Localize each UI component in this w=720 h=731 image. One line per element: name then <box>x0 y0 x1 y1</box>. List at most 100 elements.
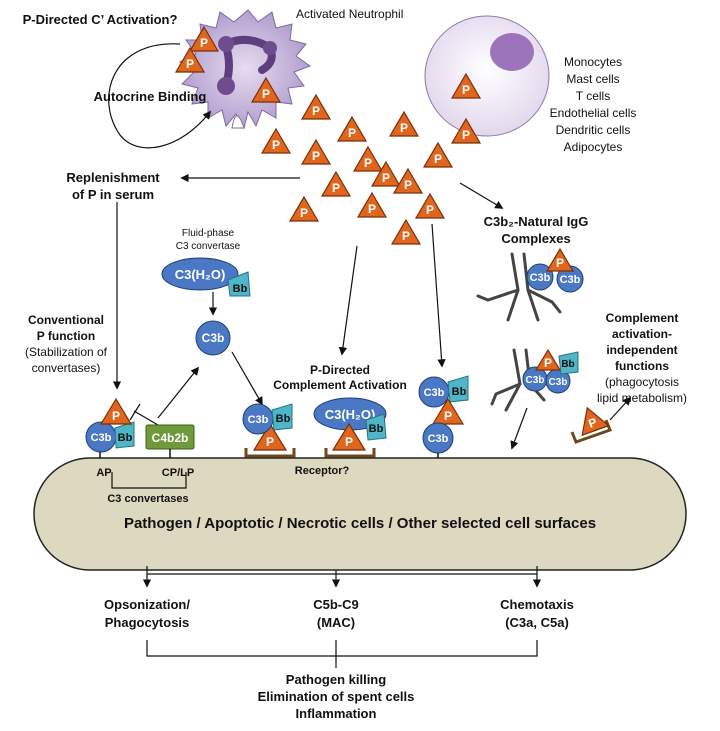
label-p-directed-activation: P-Directed <box>310 363 370 377</box>
label-outcome-chemotaxis: (C3a, C5a) <box>505 615 569 630</box>
label-outcome-mac: (MAC) <box>317 615 355 630</box>
svg-text:P: P <box>348 126 356 140</box>
svg-text:Bb: Bb <box>233 283 248 295</box>
properdin-molecule: P <box>300 93 332 120</box>
label-cp-lp: CP/LP <box>162 467 194 479</box>
label-autocrine-binding: Autocrine Binding <box>94 89 207 104</box>
cell-surface-membrane <box>33 457 687 571</box>
svg-text:Bb: Bb <box>118 432 133 444</box>
svg-text:C3b: C3b <box>549 377 568 388</box>
properdin-molecule: P <box>300 138 332 165</box>
receptor-bound-p-c3h2o-convertase: C3(H₂O) P Bb <box>313 397 387 458</box>
properdin-molecule: P <box>250 76 282 103</box>
properdin-molecule: P <box>422 141 454 168</box>
properdin-molecule: P <box>320 170 352 197</box>
properdin-molecule: P <box>356 191 388 218</box>
label-conventional-function: convertases) <box>32 361 101 375</box>
properdin-molecule: P <box>188 25 220 52</box>
properdin-molecule: P <box>370 160 402 187</box>
ap-convertase: C3b Bb P <box>85 397 135 458</box>
svg-text:P: P <box>186 57 194 71</box>
cell-type-item: T cells <box>576 89 610 103</box>
label-fluid-phase: Fluid-phase <box>182 228 235 239</box>
label-final-outcomes: Elimination of spent cells <box>258 689 415 704</box>
arrow-igg-to-surface <box>510 407 528 450</box>
svg-text:P: P <box>332 181 340 195</box>
svg-text:P: P <box>544 356 552 370</box>
properdin-molecule: P <box>288 195 320 222</box>
label-final-outcomes: Pathogen killing <box>286 672 386 687</box>
label-p-directed-c-activation: P-Directed C’ Activation? <box>23 12 178 27</box>
properdin-molecule: P <box>450 117 482 144</box>
label-replenishment: of P in serum <box>72 187 154 202</box>
svg-text:C3b: C3b <box>428 433 449 445</box>
svg-text:P: P <box>364 156 372 170</box>
label-outcome-mac: C5b-C9 <box>313 597 359 612</box>
label-outcome-chemotaxis: Chemotaxis <box>500 597 574 612</box>
svg-text:Bb: Bb <box>276 413 291 425</box>
svg-text:P: P <box>312 104 320 118</box>
svg-text:P: P <box>400 121 408 135</box>
label-conventional-function: (Stabilization of <box>25 345 108 359</box>
c3b-fluid: C3b <box>195 320 231 356</box>
arrow-to-c3b-stack <box>431 223 446 368</box>
label-outcome-opsonization: Phagocytosis <box>105 615 190 630</box>
properdin-molecule: P <box>414 192 446 219</box>
svg-text:P: P <box>368 202 376 216</box>
svg-text:P: P <box>200 36 208 50</box>
label-c3b2-complexes: C3b₂-Natural IgG <box>484 214 589 229</box>
svg-text:P: P <box>112 409 120 423</box>
outcome-join <box>146 640 538 668</box>
label-conventional-function: P function <box>37 329 95 343</box>
arrow-c3b-to-convertase <box>231 351 263 406</box>
label-independent-functions: activation- <box>612 327 672 341</box>
igg-antibody-icon <box>476 252 562 322</box>
label-outcome-opsonization: Opsonization/ <box>104 597 190 612</box>
c3b-stack: C3b Bb P C3b <box>418 375 469 458</box>
label-activated-neutrophil: Activated Neutrophil <box>296 7 403 21</box>
label-independent-functions: functions <box>615 359 669 373</box>
label-c3-convertases: C3 convertases <box>107 493 188 505</box>
properdin-molecule: P <box>352 145 384 172</box>
svg-text:P: P <box>556 256 564 270</box>
label-conventional-function: Conventional <box>28 313 104 327</box>
label-cell-surface: Pathogen / Apoptotic / Necrotic cells / … <box>124 515 596 532</box>
svg-text:Bb: Bb <box>561 359 574 370</box>
properdin-molecule: P <box>336 115 368 142</box>
cell-type-item: Monocytes <box>564 55 622 69</box>
svg-text:P: P <box>262 87 270 101</box>
svg-text:C3b: C3b <box>248 414 269 426</box>
svg-text:P: P <box>266 435 274 449</box>
label-p-directed-activation: Complement Activation <box>273 378 407 392</box>
svg-text:C3b: C3b <box>202 331 225 345</box>
properdin-molecule: P <box>390 218 422 245</box>
igg-c3b-convertase-complex: C3b C3b P Bb <box>490 348 579 412</box>
fluid-phase-c3-convertase: C3(H₂O) Bb <box>161 257 251 297</box>
svg-text:P: P <box>444 409 452 423</box>
label-independent-functions: lipid metabolism) <box>597 391 687 405</box>
cell-type-item: Dendritic cells <box>556 123 631 137</box>
arrow-c3b-from-c4b2b <box>157 366 200 419</box>
label-fluid-phase: C3 convertase <box>176 241 241 252</box>
svg-text:P: P <box>462 128 470 142</box>
properdin-molecule: P <box>450 72 482 99</box>
arrow-to-independent-functions <box>609 396 632 421</box>
properdin-cluster: P P P P P P P P P P P P P P P P P P P <box>174 25 482 245</box>
label-receptor: Receptor? <box>295 465 350 477</box>
svg-text:Bb: Bb <box>452 386 467 398</box>
c3-convertase-bracket <box>111 472 187 489</box>
svg-text:C3(H₂O): C3(H₂O) <box>175 267 226 282</box>
neutrophil-lobed-nucleus <box>217 35 277 95</box>
cell-type-list: Monocytes Mast cells T cells Endothelial… <box>550 55 637 154</box>
svg-text:Bb: Bb <box>369 423 384 435</box>
inhibition-bar <box>129 403 141 421</box>
cell-type-item: Endothelial cells <box>550 106 637 120</box>
cp-lp-convertase: C4b2b <box>145 424 195 458</box>
label-c3b2-complexes: Complexes <box>501 231 570 246</box>
flow-arrows <box>111 173 632 668</box>
cell-type-item: Adipocytes <box>564 140 623 154</box>
c3b2-igg-complex: C3b C3b P <box>476 247 584 322</box>
svg-text:P: P <box>402 229 410 243</box>
svg-text:C3b: C3b <box>526 375 545 386</box>
arrow-to-p-directed <box>338 245 358 356</box>
